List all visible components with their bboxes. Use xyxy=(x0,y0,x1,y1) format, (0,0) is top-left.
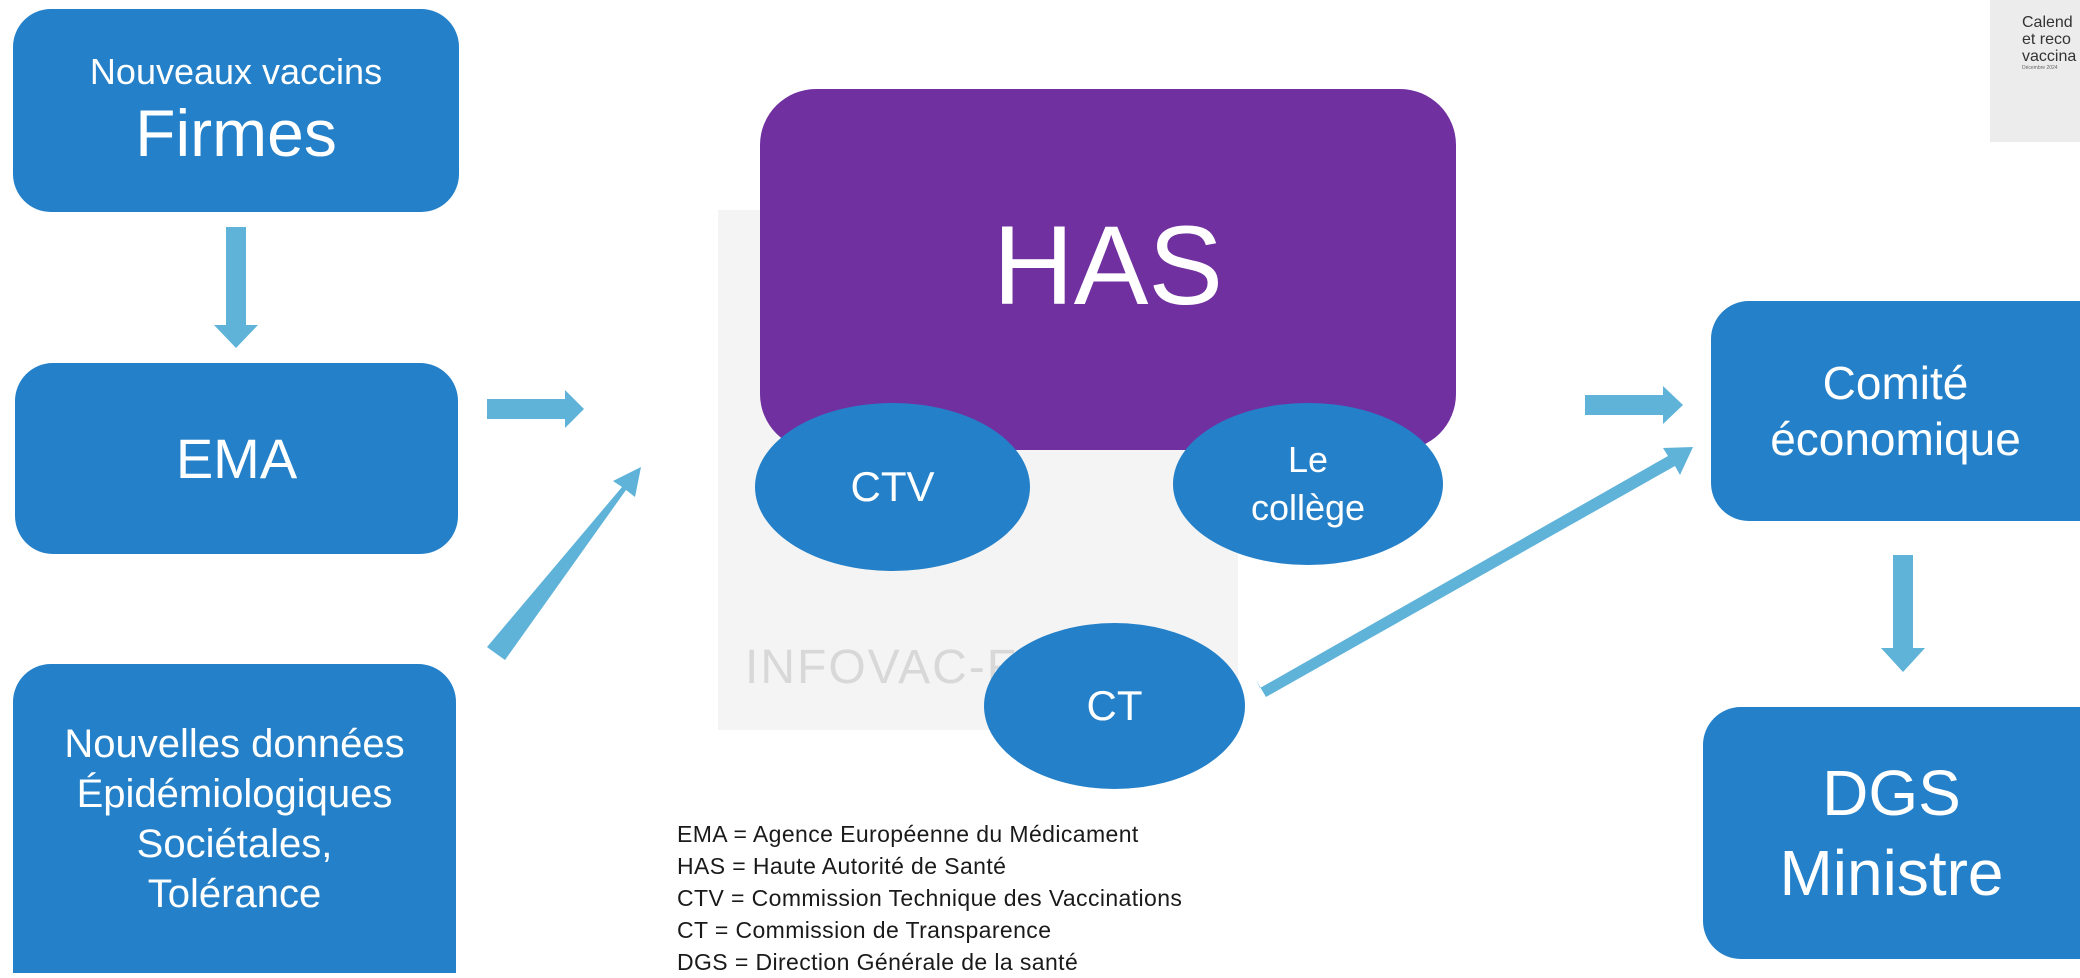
donnees-line: Nouvelles données xyxy=(64,721,405,766)
college-line: Le xyxy=(1287,439,1329,480)
box-firmes-title: Firmes xyxy=(135,95,337,170)
donnees-line: Tolérance xyxy=(147,871,322,916)
box-ema: EMA xyxy=(15,363,458,554)
thumbnail-line: vaccina xyxy=(2022,48,2077,65)
dgs-line: DGS xyxy=(1822,757,1961,829)
dgs-line: Ministre xyxy=(1779,837,2004,909)
legend-item: EMA = Agence Européenne du Médicament xyxy=(677,821,1139,847)
ellipse-ct: CT xyxy=(984,623,1245,789)
ellipse-ct-label: CT xyxy=(1086,682,1143,729)
box-firmes-subtitle: Nouveaux vaccins xyxy=(89,50,383,92)
thumbnail-line: Calend xyxy=(2022,14,2073,31)
comite-line: économique xyxy=(1770,413,2021,465)
legend-item: CT = Commission de Transparence xyxy=(677,917,1052,943)
box-ema-label: EMA xyxy=(175,427,298,490)
thumbnail-line: et reco xyxy=(2022,31,2071,48)
arrow-has-to-comite xyxy=(1585,386,1683,424)
watermark-text: INFOVAC-F xyxy=(745,641,1019,694)
box-comite-economique: Comité économique xyxy=(1711,301,2080,521)
box-nouvelles-donnees: Nouvelles données Épidémiologiques Socié… xyxy=(13,664,456,973)
legend-item: DGS = Direction Générale de la santé xyxy=(677,949,1079,975)
donnees-line: Sociétales, xyxy=(136,821,333,866)
box-has-label: HAS xyxy=(992,203,1224,328)
donnees-line: Épidémiologiques xyxy=(76,771,393,816)
comite-line: Comité xyxy=(1822,357,1969,409)
college-line: collège xyxy=(1250,487,1366,528)
arrow-firmes-to-ema xyxy=(214,227,258,348)
box-firmes: Nouveaux vaccins Firmes xyxy=(13,9,459,212)
arrow-comite-to-dgs xyxy=(1881,555,1925,672)
box-dgs-ministre: DGS Ministre xyxy=(1703,707,2080,959)
legend-item: CTV = Commission Technique des Vaccinati… xyxy=(677,885,1183,911)
arrow-ct-to-comite xyxy=(1256,447,1693,697)
calendar-thumbnail: Calend et reco vaccina Décembre 2024 xyxy=(1990,0,2080,142)
thumbnail-date: Décembre 2024 xyxy=(2022,65,2058,71)
ellipse-ctv: CTV xyxy=(755,403,1030,571)
legend-item: HAS = Haute Autorité de Santé xyxy=(677,853,1007,879)
ellipse-college: Le collège xyxy=(1173,403,1443,565)
arrow-ema-to-has xyxy=(487,390,584,428)
ellipse-ctv-label: CTV xyxy=(850,463,935,510)
arrow-donnees-to-has xyxy=(487,467,641,660)
abbreviation-legend: EMA = Agence Européenne du Médicament HA… xyxy=(677,818,1182,978)
box-has: HAS xyxy=(760,89,1456,450)
